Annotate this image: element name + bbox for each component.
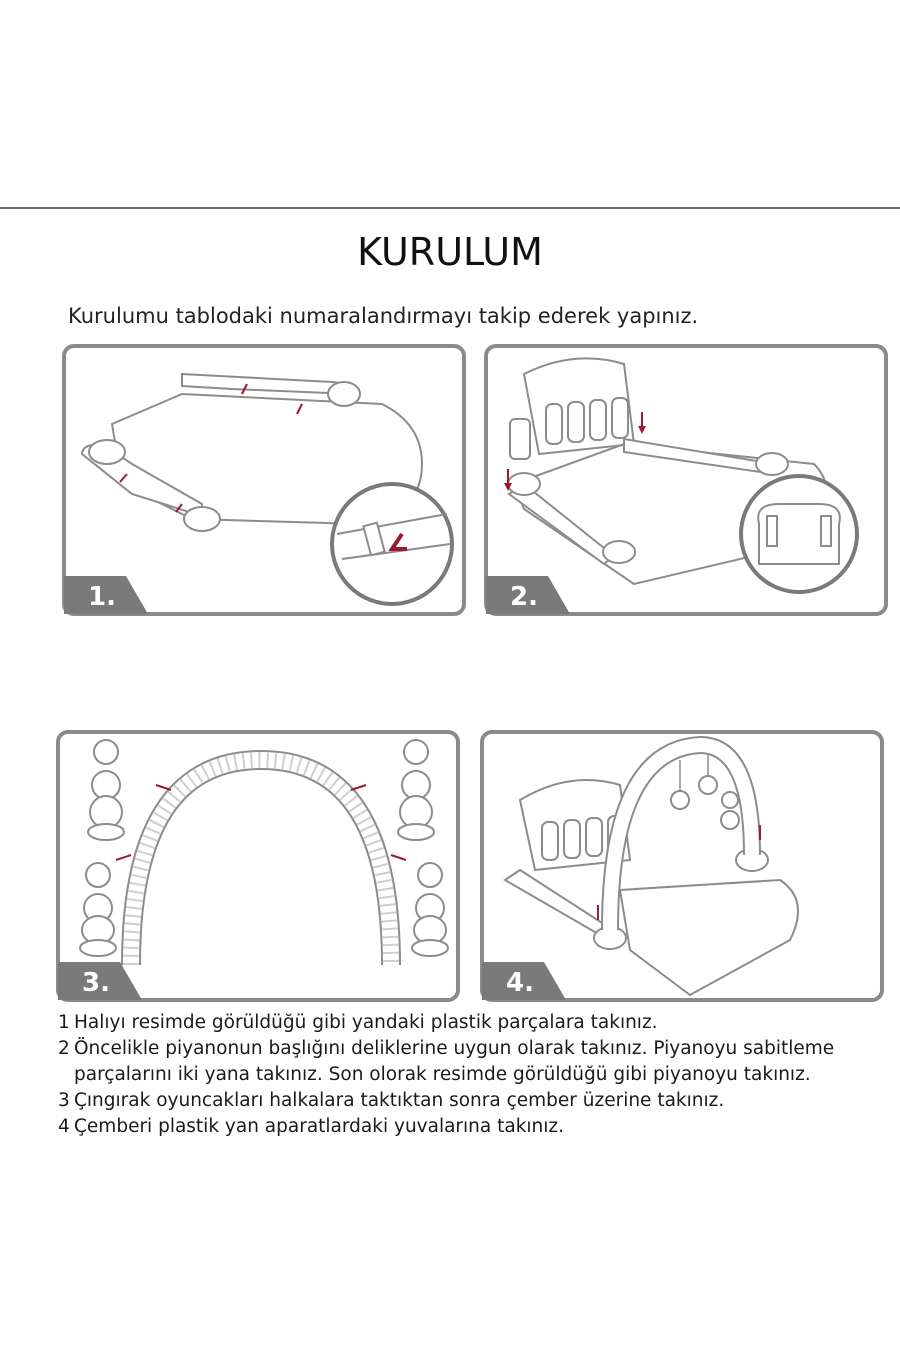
intro-text: Kurulumu tablodaki numaralandırmayı taki… <box>68 304 699 328</box>
instruction-step-4: 4 Çemberi plastik yan aparatlardaki yuva… <box>58 1114 888 1140</box>
step-text: Halıyı resimde görüldüğü gibi yandaki pl… <box>74 1012 658 1033</box>
page-title: KURULUM <box>357 230 543 274</box>
step-number: 3 <box>58 1090 70 1111</box>
step-number: 2 <box>58 1038 70 1059</box>
panel-2-label: 2. <box>510 582 538 612</box>
panel-3-label: 3. <box>82 968 110 998</box>
instruction-step-2-continued: parçalarını iki yana takınız. Son olorak… <box>58 1062 888 1088</box>
step-text: parçalarını iki yana takınız. Son olorak… <box>74 1064 811 1085</box>
step-text: Çıngırak oyuncakları halkalara taktıktan… <box>74 1090 725 1111</box>
panel-4-label: 4. <box>506 968 534 998</box>
instruction-step-3: 3 Çıngırak oyuncakları halkalara taktıkt… <box>58 1088 888 1114</box>
panel-step-2: 2. <box>484 344 888 616</box>
panel-step-4: 4. <box>480 730 884 1002</box>
step-number: 4 <box>58 1116 70 1137</box>
instructions-list: 1 Halıyı resimde görüldüğü gibi yandaki … <box>58 1010 888 1140</box>
step-number: 1 <box>58 1012 70 1033</box>
step-text: Çemberi plastik yan aparatlardaki yuvala… <box>74 1116 565 1137</box>
instruction-step-1: 1 Halıyı resimde görüldüğü gibi yandaki … <box>58 1010 888 1036</box>
panel-1-label: 1. <box>88 582 116 612</box>
step-text: Öncelikle piyanonun başlığını deliklerin… <box>74 1038 835 1059</box>
panel-step-1: 1. <box>62 344 466 616</box>
instruction-step-2: 2 Öncelikle piyanonun başlığını delikler… <box>58 1036 888 1062</box>
top-divider <box>0 207 900 209</box>
panel-step-3: 3. <box>56 730 460 1002</box>
